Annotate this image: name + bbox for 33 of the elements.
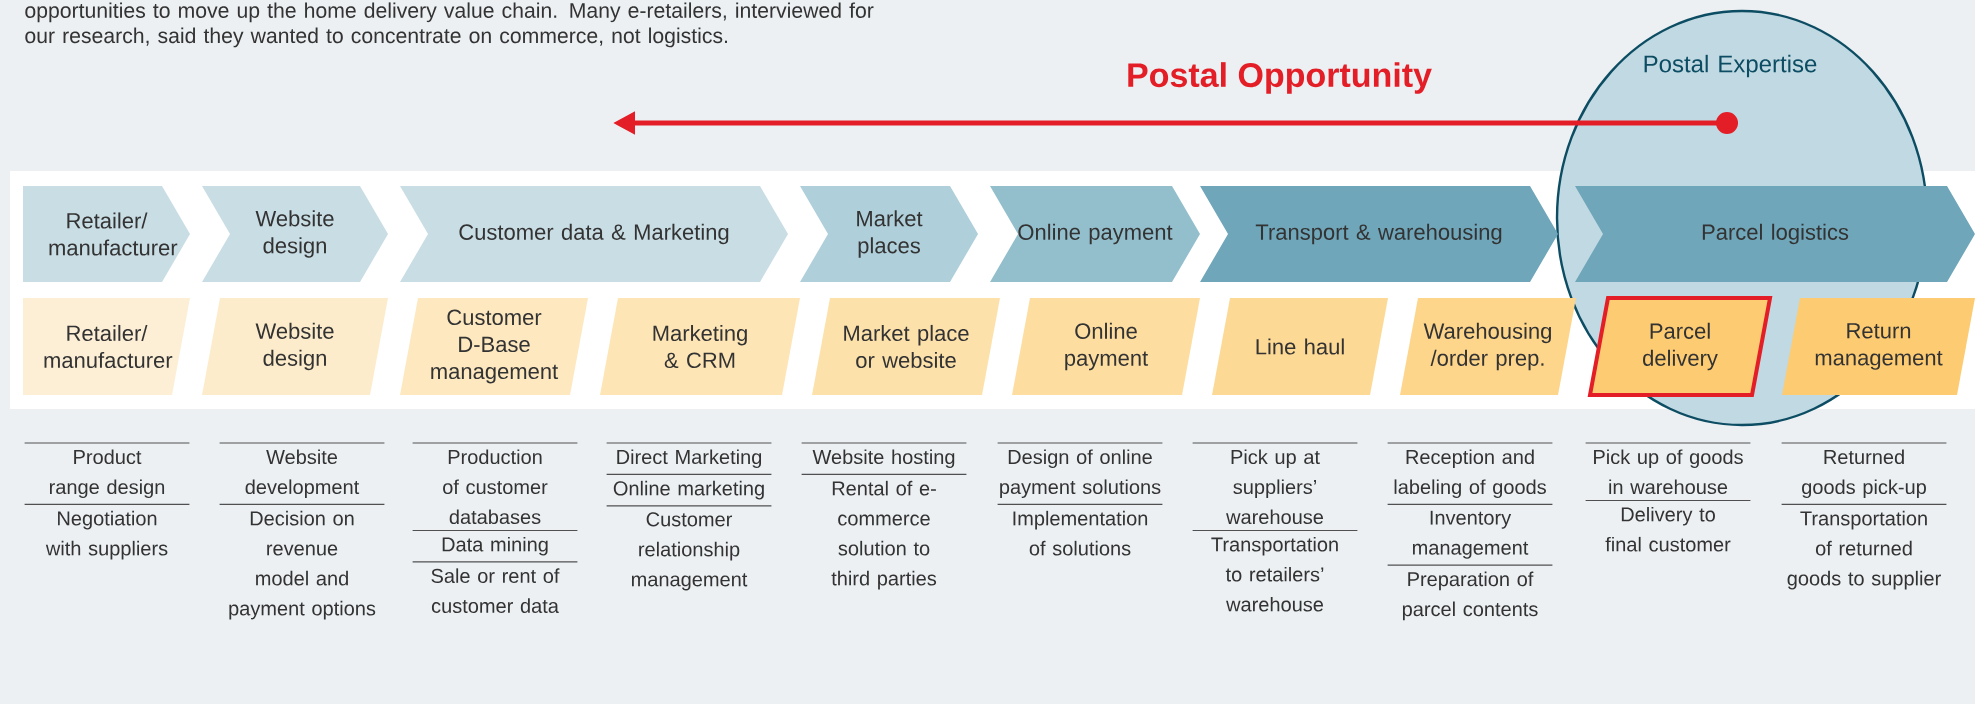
activity-text: Decision on revenue model and payment options: [229, 510, 376, 620]
activity-text: Pick up at suppliers’ warehouse: [1226, 449, 1323, 525]
activity-text: Design of online payment solutions: [1000, 449, 1161, 499]
activity-text: Rental of e-commerce solution to third parties: [831, 480, 937, 590]
arrow-label: Postal Opportunity: [1128, 62, 1432, 94]
activity-text: Product range design: [49, 449, 165, 499]
chevron-box: Parcel logistics: [1575, 186, 1975, 282]
activity-text: Inventory management: [1412, 510, 1529, 559]
activity-text: Pick up of goods in warehouse: [1594, 449, 1743, 495]
activity-text: Production of customer databases: [443, 449, 548, 525]
chevron-box: Online payment: [990, 186, 1200, 282]
step-box: Retailer/ manufacturer: [23, 298, 190, 395]
step-box: Warehousing /order prep.: [1400, 298, 1576, 395]
chevron-box: Website design: [202, 186, 388, 282]
intro-text: opportunities to move up the home delivery value chain. Many e-retailers, interviewed for our research, said they wanted to concentrate on commerce, not logistics.: [25, 2, 874, 48]
activity-text: Returned goods pick-up: [1802, 449, 1926, 499]
activity-text: Sale or rent of customer data: [431, 568, 560, 613]
activity-text: Website development: [245, 449, 360, 499]
activity-text: Customer relationship management: [631, 512, 748, 591]
activity-text: Data mining: [442, 536, 548, 556]
activity-text: Transportation of returned goods to supplier: [1787, 510, 1941, 590]
activity-text: Transportation to retailers’ warehouse: [1211, 536, 1338, 612]
activity-text: Delivery to final customer: [1605, 506, 1731, 552]
activity-text: Implementation of solutions: [1013, 510, 1148, 556]
activity-text: Direct Marketing: [617, 449, 762, 469]
step-box: Line haul: [1212, 298, 1388, 395]
activity-text: Website hosting: [812, 449, 955, 469]
chevron-box: Market places: [800, 186, 978, 282]
activity-text: Negotiation with suppliers: [45, 510, 168, 560]
activity-text: Online marketing: [613, 480, 764, 500]
chevron-box: Customer data & Marketing: [400, 186, 788, 282]
activity-text: Reception and labeling of goods: [1394, 449, 1546, 499]
activity-text: Preparation of parcel contents: [1402, 571, 1538, 621]
